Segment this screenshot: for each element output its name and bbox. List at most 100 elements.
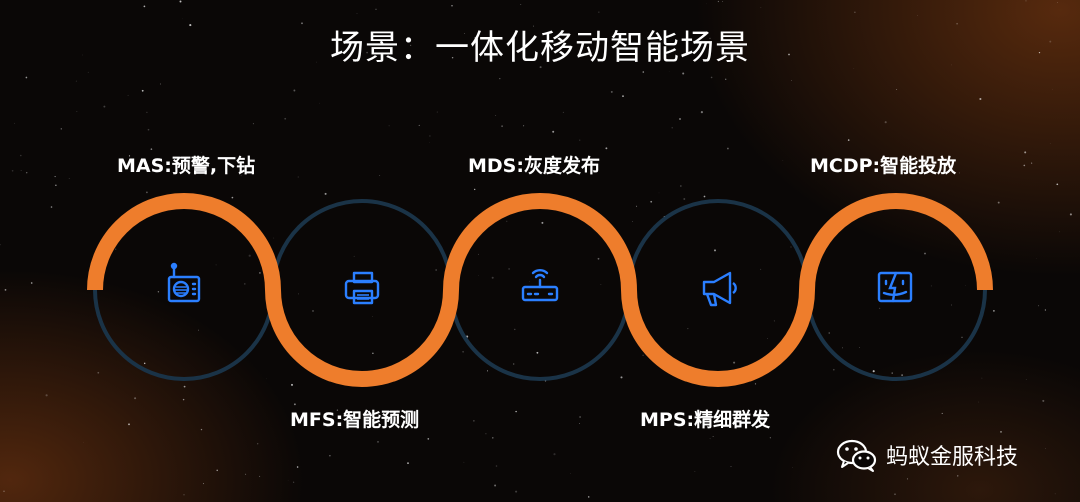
- star-dot: [587, 496, 590, 498]
- star-dot: [499, 77, 501, 80]
- star-dot: [997, 201, 1000, 204]
- star-dot: [366, 51, 368, 54]
- star-dot: [901, 374, 903, 376]
- star-dot: [491, 276, 494, 279]
- star-dot: [522, 51, 524, 53]
- star-dot: [464, 33, 465, 34]
- star-dot: [372, 352, 374, 354]
- star-dot: [570, 473, 571, 474]
- star-dot: [245, 473, 247, 475]
- star-dot: [710, 76, 713, 79]
- star-dot: [474, 36, 477, 39]
- star-dot: [769, 437, 771, 439]
- star-dot: [216, 469, 218, 472]
- star-dot: [529, 281, 530, 282]
- star-dot: [872, 370, 875, 373]
- star-dot: [1042, 399, 1045, 402]
- star-dot: [1069, 213, 1072, 216]
- star-dot: [25, 171, 28, 174]
- star-dot: [894, 493, 896, 496]
- star-dot: [683, 198, 686, 200]
- star-dot: [859, 347, 860, 348]
- star-dot: [961, 336, 963, 338]
- star-dot: [1049, 40, 1052, 43]
- star-dot: [520, 4, 522, 6]
- star-dot: [506, 220, 508, 222]
- star-dot: [878, 307, 881, 310]
- star-dot: [20, 170, 22, 172]
- radio-icon: [167, 262, 201, 303]
- star-dot: [293, 89, 296, 92]
- star-dot: [703, 195, 706, 198]
- star-dot: [854, 11, 856, 13]
- star-dot: [293, 481, 295, 483]
- star-dot: [200, 428, 203, 431]
- star-dot: [730, 466, 732, 467]
- star-dot: [353, 255, 355, 257]
- finder-face-icon: [877, 271, 913, 303]
- star-dot: [487, 370, 488, 372]
- star-dot: [1025, 0, 1027, 2]
- star-dot: [145, 191, 148, 194]
- star-dot: [957, 475, 959, 477]
- star-dot: [760, 415, 763, 418]
- star-dot: [1038, 51, 1041, 54]
- star-dot: [700, 111, 703, 114]
- star-dot: [767, 338, 768, 339]
- star-dot: [788, 53, 790, 56]
- star-dot: [673, 42, 675, 44]
- star-dot: [0, 243, 1, 246]
- star-dot: [924, 252, 926, 255]
- star-dot: [941, 412, 943, 414]
- star-dot: [958, 172, 960, 174]
- star-dot: [1031, 162, 1033, 164]
- star-dot: [650, 200, 653, 203]
- star-dot: [273, 237, 275, 239]
- star-dot: [97, 371, 100, 374]
- star-dot: [1023, 164, 1026, 167]
- star-dot: [682, 72, 685, 75]
- star-dot: [298, 293, 299, 295]
- node-label-mcdp: MCDP:智能投放: [810, 155, 957, 177]
- star-dot: [418, 124, 420, 126]
- star-dot: [539, 66, 542, 69]
- star-dot: [45, 394, 48, 397]
- star-dot: [590, 165, 592, 167]
- star-dot: [128, 423, 130, 426]
- star-dot: [183, 494, 185, 496]
- star-dot: [981, 377, 983, 379]
- star-dot: [514, 328, 516, 331]
- star-dot: [1057, 2, 1058, 3]
- star-dot: [436, 111, 438, 113]
- star-dot: [598, 11, 600, 13]
- star-dot: [671, 127, 673, 129]
- star-dot: [853, 68, 855, 69]
- star-dot: [189, 24, 192, 27]
- star-dot: [884, 121, 887, 124]
- star-dot: [600, 284, 602, 286]
- star-dot: [377, 441, 379, 443]
- star-dot: [495, 465, 498, 467]
- star-dot: [407, 462, 409, 464]
- megaphone-icon: [702, 271, 737, 307]
- star-dot: [658, 192, 660, 194]
- page-title: 场景：一体化移动智能场景: [330, 28, 750, 68]
- star-dot: [301, 22, 303, 25]
- star-dot: [605, 147, 608, 150]
- star-dot: [722, 1, 724, 2]
- star-dot: [409, 44, 412, 47]
- star-dot: [951, 304, 952, 306]
- star-dot: [329, 454, 331, 457]
- star-dot: [717, 0, 720, 3]
- star-dot: [847, 139, 850, 141]
- star-dot: [694, 471, 696, 472]
- star-dot: [50, 206, 53, 208]
- star-dot: [146, 111, 148, 114]
- star-dot: [179, 0, 182, 3]
- star-dot: [297, 176, 299, 178]
- star-dot: [372, 316, 373, 317]
- star-dot: [182, 398, 185, 401]
- star-dot: [324, 192, 327, 195]
- star-dot: [494, 484, 497, 487]
